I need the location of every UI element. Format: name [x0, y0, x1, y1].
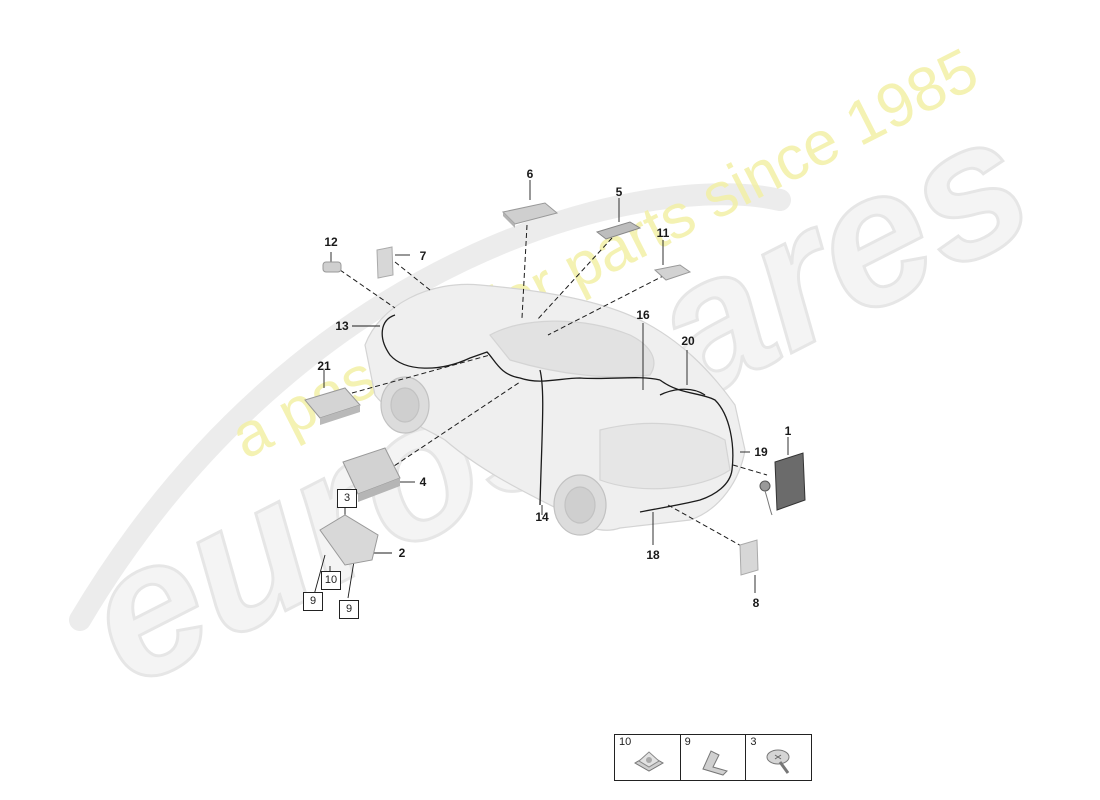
wiring-harness	[381, 314, 734, 513]
callout-2: 2	[398, 546, 406, 560]
callout-14: 14	[535, 510, 549, 524]
part-pad-8	[739, 539, 759, 576]
callout-5: 5	[615, 185, 623, 199]
part-control-unit-21	[304, 387, 361, 425]
legend-number: 9	[684, 736, 691, 748]
small-parts-legend: 10 9 3	[614, 734, 812, 781]
callout-4: 4	[419, 475, 427, 489]
part-control-unit-4	[342, 447, 401, 502]
callout-8: 8	[752, 596, 760, 610]
boxed-callout-3: 3	[337, 489, 357, 508]
dashed-leaders	[339, 224, 768, 549]
callout-18: 18	[646, 548, 660, 562]
boxed-callout-9-left: 9	[303, 592, 323, 611]
callout-13: 13	[335, 319, 349, 333]
part-bracket-2	[319, 514, 379, 566]
callout-6: 6	[526, 167, 534, 181]
part-sensor-11	[653, 264, 692, 281]
callout-11: 11	[656, 226, 670, 240]
legend-number: 10	[619, 736, 632, 748]
part-module-1	[759, 452, 806, 516]
car-wheels	[380, 376, 607, 536]
legend-cell-10: 10	[615, 735, 681, 780]
boxed-callout-9-right: 9	[339, 600, 359, 619]
bracket-clip-icon	[701, 750, 728, 776]
part-control-unit-6	[501, 202, 559, 228]
callout-16: 16	[636, 308, 650, 322]
legend-cell-3: 3	[746, 735, 811, 780]
part-sensor-12	[322, 261, 342, 273]
car-silhouette	[364, 283, 746, 531]
part-module-5	[595, 221, 642, 240]
callout-20: 20	[681, 334, 695, 348]
screw-icon	[766, 749, 790, 774]
callout-19: 19	[754, 445, 768, 459]
callout-12: 12	[324, 235, 338, 249]
callout-1: 1	[784, 424, 792, 438]
clip-nut-icon	[633, 751, 665, 772]
part-pad-7	[376, 246, 394, 279]
callout-7: 7	[419, 249, 427, 263]
boxed-callout-10: 10	[321, 571, 341, 590]
callout-21: 21	[317, 359, 331, 373]
legend-number: 3	[750, 736, 757, 748]
legend-cell-9: 9	[681, 735, 747, 780]
